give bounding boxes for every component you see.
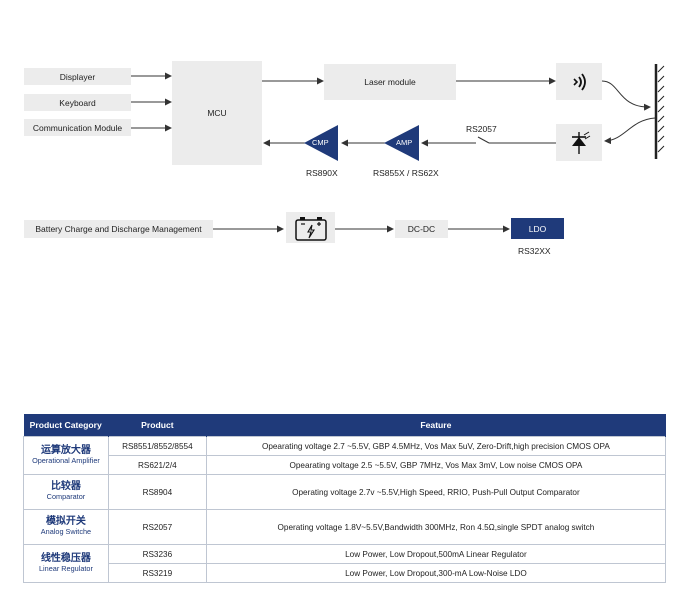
ldo-box: LDO xyxy=(511,218,564,239)
table-row: 模拟开关 Analog Switche RS2057 Operating vol… xyxy=(23,509,667,545)
feature-cell: Opearating voltage 2.5 ~5.5V, GBP 7MHz, … xyxy=(205,455,667,475)
communication-module-box: Communication Module xyxy=(24,119,131,136)
product-cell: RS621/2/4 xyxy=(107,455,207,475)
product-cell: RS2057 xyxy=(107,509,207,545)
ldo-label: LDO xyxy=(528,223,547,234)
table-row: 比较器 Comparator RS8904 Operating voltage … xyxy=(23,474,667,510)
category-cell: 运算放大器 Operational Amplifier xyxy=(23,436,109,475)
rs890x-label: RS890X xyxy=(306,168,338,178)
product-cell: RS8904 xyxy=(107,474,207,510)
keyboard-box: Keyboard xyxy=(24,94,131,111)
mcu-label: MCU xyxy=(207,108,227,118)
table-row: RS621/2/4 Opearating voltage 2.5 ~5.5V, … xyxy=(24,455,667,475)
category-en: Comparator xyxy=(46,492,86,501)
emitter-box xyxy=(556,63,602,100)
table-row: RS3219 Low Power, Low Dropout,300-mA Low… xyxy=(24,563,667,583)
displayer-label: Displayer xyxy=(59,71,96,82)
rs32xx-label: RS32XX xyxy=(518,246,551,256)
cmp-triangle xyxy=(304,125,338,161)
category-cell: 模拟开关 Analog Switche xyxy=(23,509,109,545)
rs2057-label: RS2057 xyxy=(466,124,497,134)
feature-cell: Low Power, Low Dropout,500mA Linear Regu… xyxy=(205,544,667,564)
table-row: 运算放大器 Operational Amplifier RS8551/8552/… xyxy=(23,436,667,475)
header-product-category: Product Category xyxy=(23,414,109,437)
category-en: Linear Regulator xyxy=(38,563,93,573)
table-header-row: Product Category Product Feature xyxy=(23,414,667,437)
mirror-hatch-icon xyxy=(654,64,665,159)
category-en: Analog Switche xyxy=(40,527,92,536)
feature-cell: Low Power, Low Dropout,300-mA Low-Noise … xyxy=(205,563,667,583)
amp-label: AMP xyxy=(396,138,413,147)
feature-cell: Opearating voltage 2.7 ~5.5V, GBP 4.5MHz… xyxy=(205,436,667,456)
photodiode-icon xyxy=(572,131,591,154)
mcu-box: MCU xyxy=(172,61,262,165)
rs855x-label: RS855X / RS62X xyxy=(373,168,439,178)
category-cell: 比较器 Comparator xyxy=(23,474,109,510)
feature-cell: Operating voltage 2.7v ~5.5V,High Speed,… xyxy=(205,474,667,510)
dcdc-label: DC-DC xyxy=(407,224,436,234)
product-cell: RS3219 xyxy=(107,563,207,583)
receiver-box xyxy=(556,124,602,161)
category-cn: 运算放大器 xyxy=(40,444,91,456)
feature-cell: Operating voltage 1.8V~5.5V,Bandwidth 30… xyxy=(205,509,667,545)
battery-icon xyxy=(294,216,327,241)
cmp-label: CMP xyxy=(312,138,329,147)
table-row: 线性稳压器 Linear Regulator RS3236 Low Power,… xyxy=(23,544,667,583)
laser-module-label: Laser module xyxy=(364,77,416,87)
amp-triangle xyxy=(384,125,419,161)
category-cn: 比较器 xyxy=(50,481,81,492)
wireless-signal-icon xyxy=(573,72,586,91)
dcdc-box: DC-DC xyxy=(395,220,448,238)
header-feature: Feature xyxy=(206,414,667,437)
category-en: Operational Amplifier xyxy=(32,455,100,465)
header-product: Product xyxy=(108,414,207,437)
category-cn: 模拟开关 xyxy=(45,516,86,527)
communication-module-label: Communication Module xyxy=(32,122,123,133)
battery-management-label: Battery Charge and Discharge Management xyxy=(35,224,202,234)
product-cell: RS3236 xyxy=(107,544,207,564)
battery-box xyxy=(286,212,335,243)
diagram-wires xyxy=(131,64,665,233)
laser-module-box: Laser module xyxy=(324,64,456,100)
displayer-box: Displayer xyxy=(24,68,131,85)
product-table: Product Category Product Feature 运算放大器 O… xyxy=(23,414,667,583)
category-cn: 线性稳压器 xyxy=(40,552,91,564)
battery-management-box: Battery Charge and Discharge Management xyxy=(24,220,213,238)
keyboard-label: Keyboard xyxy=(59,97,96,108)
product-cell: RS8551/8552/8554 xyxy=(107,436,207,456)
category-cell: 线性稳压器 Linear Regulator xyxy=(23,544,109,583)
